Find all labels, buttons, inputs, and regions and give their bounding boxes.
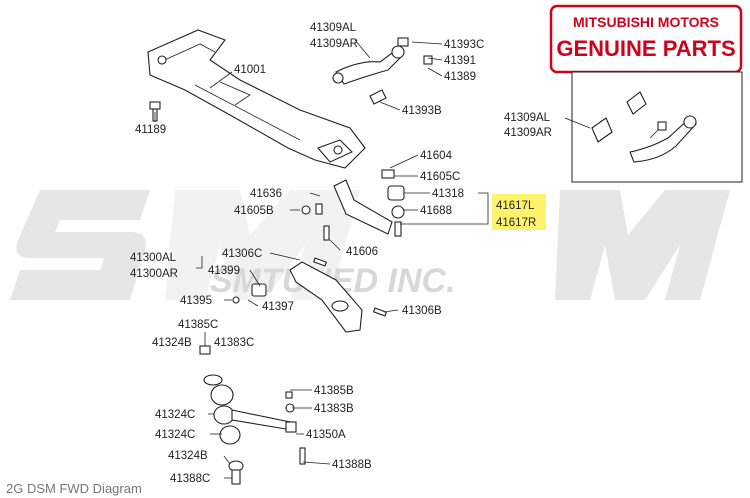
brand-line-1: MITSUBISHI MOTORS: [573, 14, 719, 30]
label-41605C[interactable]: 41605C: [420, 171, 460, 183]
watermark: SMTUNED INC.: [10, 190, 730, 300]
label-41388B[interactable]: 41388B: [332, 459, 372, 471]
lower-control-arm-illustration: [232, 257, 388, 333]
label-41300AL[interactable]: 41300AL: [130, 252, 177, 264]
label-41324B-bottom[interactable]: 41324B: [168, 450, 208, 462]
label-41324C-upper[interactable]: 41324C: [155, 409, 195, 421]
trailing-link-illustration: [301, 169, 405, 241]
label-41306C[interactable]: 41306C: [222, 248, 262, 260]
label-41383B[interactable]: 41383B: [314, 403, 354, 415]
label-41309AR-inset[interactable]: 41309AR: [504, 127, 552, 139]
label-41385C[interactable]: 41385C: [178, 319, 218, 331]
label-41388C[interactable]: 41388C: [170, 473, 210, 485]
label-41393C[interactable]: 41393C: [444, 39, 484, 51]
stabilizer-link-illustration: [199, 345, 306, 485]
label-41688[interactable]: 41688: [420, 205, 452, 217]
upper-arm-illustration: [332, 37, 433, 105]
label-41617R[interactable]: 41617R: [496, 217, 536, 229]
label-41318[interactable]: 41318: [432, 188, 464, 200]
label-41604[interactable]: 41604: [420, 150, 453, 162]
inset-upper-arm-illustration: [591, 91, 697, 163]
label-41300AR[interactable]: 41300AR: [130, 268, 178, 280]
label-41391[interactable]: 41391: [444, 55, 476, 67]
label-41189[interactable]: 41189: [135, 124, 166, 136]
label-41605B[interactable]: 41605B: [234, 205, 274, 217]
label-41350A[interactable]: 41350A: [306, 429, 346, 441]
label-41399[interactable]: 41399: [208, 265, 240, 277]
label-41309AR-top[interactable]: 41309AR: [310, 38, 358, 50]
part-labels: 41309AL 41309AR 41393C 41391 41389 41393…: [130, 22, 552, 485]
label-41385B[interactable]: 41385B: [314, 385, 354, 397]
brand-line-2: GENUINE PARTS: [556, 36, 735, 61]
inset-leader: [564, 117, 591, 129]
label-41001[interactable]: 41001: [234, 64, 266, 76]
label-41606[interactable]: 41606: [346, 246, 378, 258]
label-41389[interactable]: 41389: [444, 71, 476, 83]
label-41324C-lower[interactable]: 41324C: [155, 429, 195, 441]
label-41383C[interactable]: 41383C: [214, 337, 254, 349]
label-41306B[interactable]: 41306B: [402, 305, 442, 317]
diagram-caption: 2G DSM FWD Diagram: [6, 481, 142, 496]
leader-lines: [154, 39, 489, 479]
crossmember-illustration: [147, 29, 366, 169]
label-41395[interactable]: 41395: [180, 295, 212, 307]
genuine-parts-logo: MITSUBISHI MOTORS GENUINE PARTS: [549, 4, 743, 74]
label-41397[interactable]: 41397: [262, 301, 294, 313]
label-41309AL-top[interactable]: 41309AL: [310, 22, 357, 34]
highlight-41617: [492, 194, 546, 230]
label-41309AL-inset[interactable]: 41309AL: [504, 112, 551, 124]
label-41324B-top[interactable]: 41324B: [152, 337, 192, 349]
label-41617L[interactable]: 41617L: [496, 200, 535, 212]
label-41393B[interactable]: 41393B: [402, 105, 442, 117]
label-41636[interactable]: 41636: [250, 188, 282, 200]
